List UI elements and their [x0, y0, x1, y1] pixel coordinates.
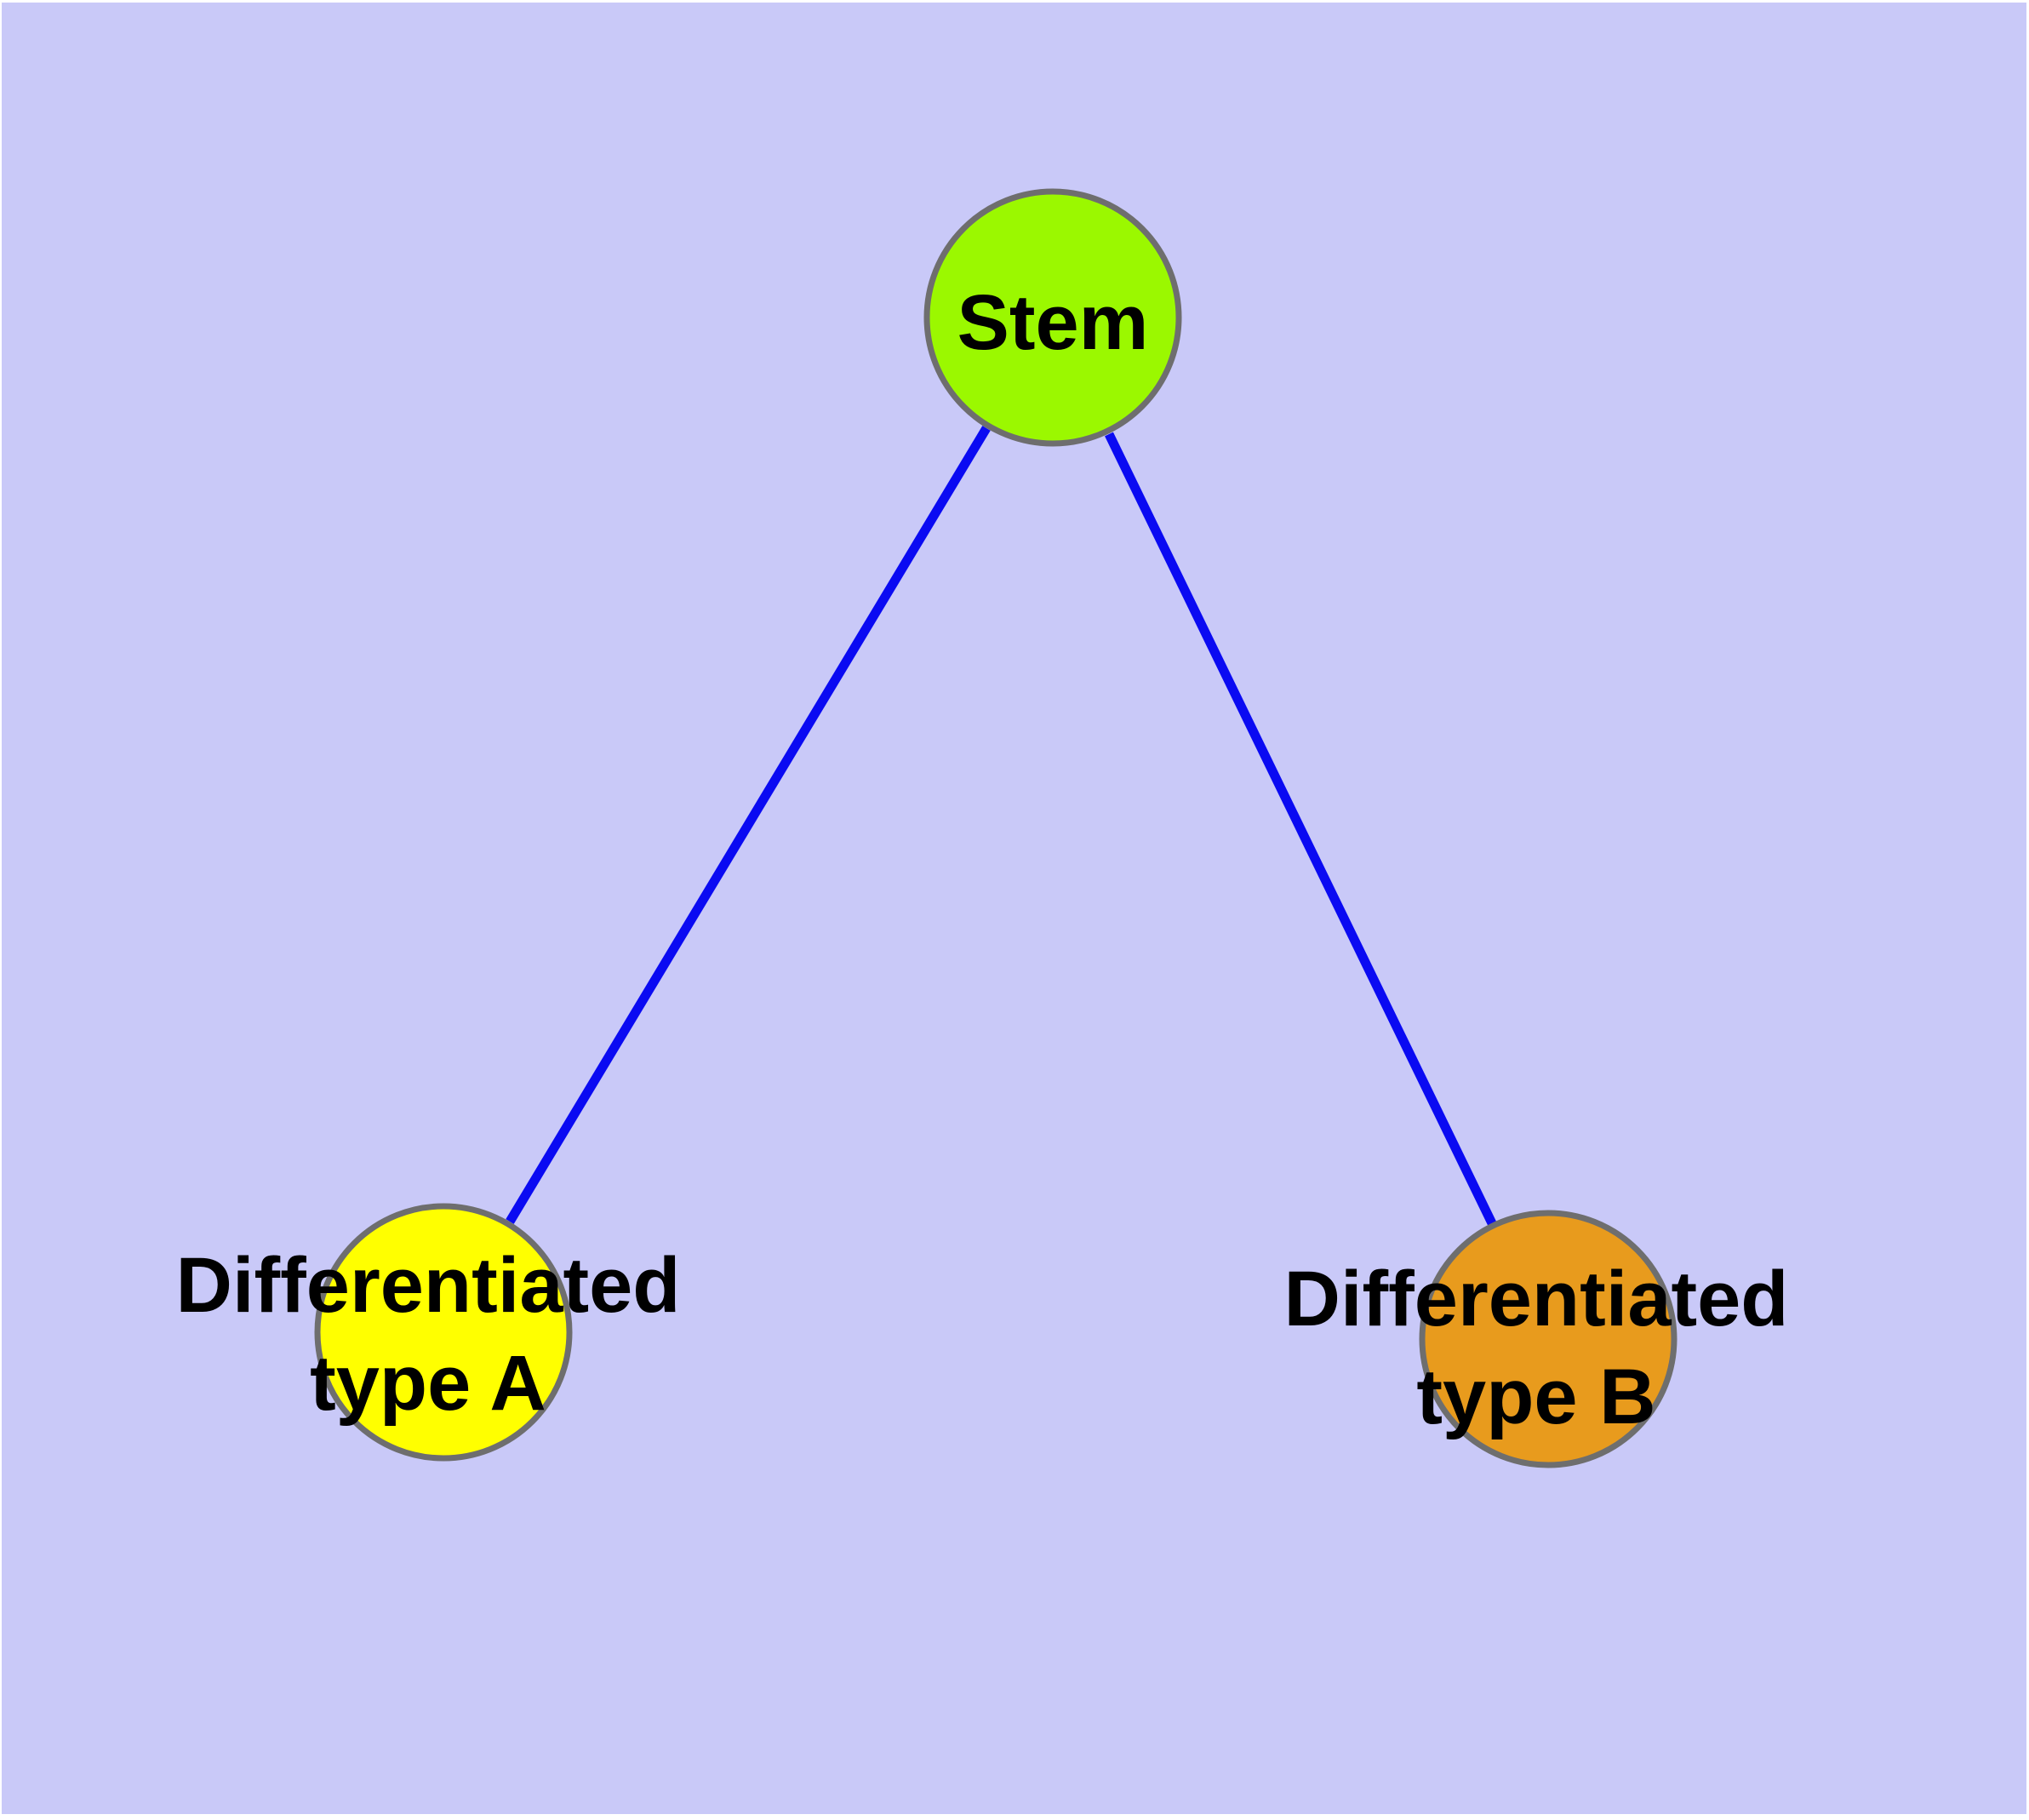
edge-stem-to-type-b: [1105, 432, 1496, 1226]
edge-stem-to-type-a: [506, 426, 991, 1224]
type-a-node-circle: [314, 1203, 573, 1462]
stem-node-circle: [923, 188, 1182, 447]
type-b-node-circle: [1419, 1210, 1677, 1468]
